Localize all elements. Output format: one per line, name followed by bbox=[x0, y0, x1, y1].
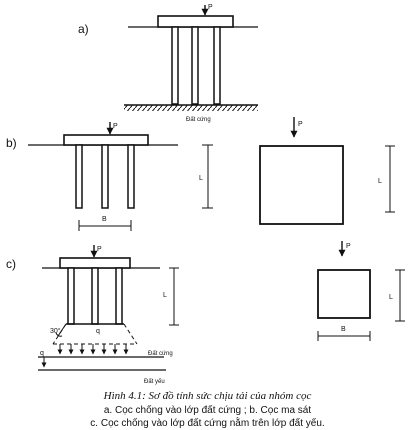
width-dimension bbox=[78, 220, 132, 231]
figure-caption-title: Hình 4.1: Sơ đồ tính sức chịu tải của nh… bbox=[103, 390, 312, 402]
weak-soil-label: Đất yếu bbox=[144, 379, 165, 385]
figure-caption-line2: c. Cọc chống vào lớp đất cứng nằm trên l… bbox=[90, 418, 325, 429]
load-label: P bbox=[346, 243, 351, 250]
pile bbox=[213, 26, 221, 105]
width-dimension bbox=[317, 331, 371, 341]
piles bbox=[75, 144, 135, 209]
panel-a-label: a) bbox=[78, 22, 89, 36]
width-label: B bbox=[102, 216, 107, 223]
length-label: L bbox=[199, 175, 203, 182]
load-label: P bbox=[97, 246, 102, 253]
block-outline bbox=[259, 145, 344, 225]
length-label: L bbox=[163, 292, 167, 299]
angle-arc bbox=[55, 332, 63, 337]
pile bbox=[171, 26, 179, 105]
load-label: P bbox=[208, 4, 213, 11]
angle-label: 30° bbox=[50, 327, 61, 335]
pile bbox=[91, 267, 99, 325]
q-label: q bbox=[96, 328, 100, 335]
pile bbox=[127, 144, 135, 209]
panel-c: c) P 30° q q Đất c bbox=[6, 241, 405, 385]
pile bbox=[115, 267, 123, 325]
load-spread-lines bbox=[52, 323, 138, 345]
pile-cap bbox=[59, 257, 131, 269]
pile bbox=[67, 267, 75, 325]
length-label: L bbox=[389, 294, 393, 301]
pile bbox=[101, 144, 109, 209]
length-dimension bbox=[202, 144, 213, 209]
length-dimension bbox=[385, 145, 395, 213]
hard-soil-layer bbox=[124, 104, 258, 111]
panel-c-label: c) bbox=[6, 257, 16, 271]
figure-caption-line1: a. Cọc chống vào lớp đất cứng ; b. Cọc m… bbox=[103, 405, 312, 416]
angle-line bbox=[57, 323, 67, 337]
stress-arrows bbox=[53, 343, 137, 355]
panel-a: a) P Đất cứng bbox=[78, 4, 258, 123]
pile bbox=[191, 26, 199, 105]
length-dimension bbox=[395, 269, 405, 322]
pile-cap bbox=[157, 15, 234, 28]
hard-soil-label: Đất cứng bbox=[148, 351, 173, 357]
width-label: B bbox=[341, 326, 346, 333]
load-label: P bbox=[298, 121, 303, 128]
pile-cap bbox=[63, 134, 149, 146]
panel-b-label: b) bbox=[6, 136, 17, 150]
piles bbox=[67, 267, 123, 325]
load-label: P bbox=[113, 123, 118, 130]
pile bbox=[75, 144, 83, 209]
panel-b: b) P L B P L bbox=[6, 117, 395, 231]
soil-label: Đất cứng bbox=[186, 117, 211, 123]
block-outline bbox=[317, 269, 371, 319]
length-label: L bbox=[378, 178, 382, 185]
piles bbox=[171, 26, 221, 105]
length-dimension bbox=[169, 267, 179, 326]
q-label-left: q bbox=[40, 350, 44, 357]
